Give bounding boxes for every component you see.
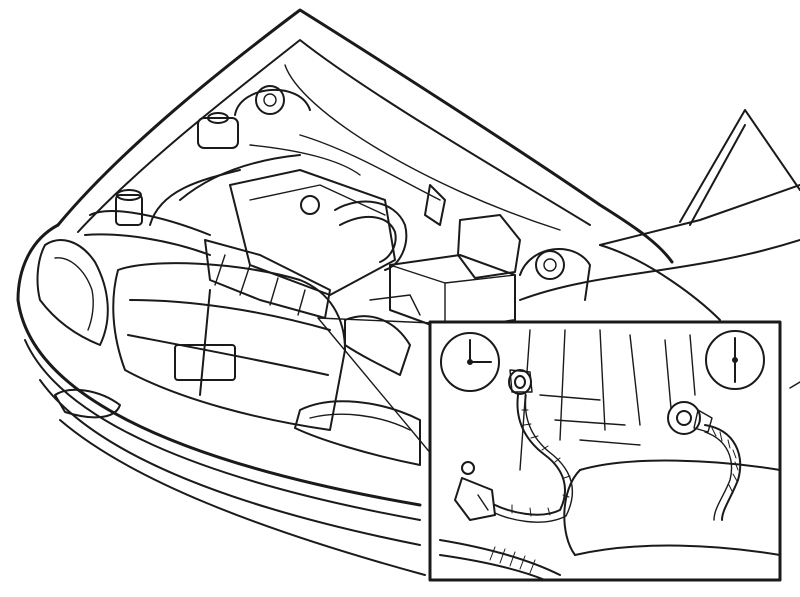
knock-sensor-inset — [428, 320, 782, 582]
intake-runner-1 — [214, 254, 226, 286]
air-intake-hose — [334, 200, 408, 271]
right-knock-sensor — [667, 401, 713, 435]
fuse-box — [457, 214, 521, 279]
inset-pipe-end — [563, 469, 581, 556]
windshield-frame — [679, 109, 800, 223]
right-strut-tower-inner — [543, 258, 557, 272]
oil-filler-cap — [300, 195, 320, 215]
valve-cover — [229, 169, 396, 296]
inset-block-2 — [559, 329, 566, 441]
engine-front — [344, 315, 411, 376]
inset-rib-1 — [539, 394, 601, 401]
front-bumper-bottom — [59, 419, 426, 576]
right-sensor-cable-inner — [704, 431, 733, 521]
inset-block-6 — [689, 334, 696, 396]
inset-block-5 — [664, 339, 673, 421]
wiring-loom — [249, 144, 361, 176]
bottom-wire-loom-hatch — [489, 546, 536, 574]
left-strut-tower — [234, 89, 311, 116]
expansion-tank — [197, 117, 239, 149]
cowl-line — [599, 184, 800, 246]
right-strut-tower — [519, 248, 591, 301]
inset-pointer-top — [317, 317, 433, 324]
left-connector — [454, 461, 496, 521]
intake-runner-4 — [297, 289, 306, 316]
front-bumper-lower — [39, 379, 421, 546]
engine-lower-bracket — [369, 294, 421, 316]
fluid-reservoir — [115, 194, 143, 226]
edge-tick-mark — [789, 381, 800, 389]
left-fog-lamp — [54, 388, 121, 419]
grille-bar-2 — [127, 334, 329, 376]
bottom-wire-loom-2 — [439, 554, 546, 581]
coolant-hose — [149, 169, 241, 226]
left-edge — [16, 223, 60, 302]
intake-runner-2 — [239, 264, 251, 296]
bottom-wire-loom — [439, 539, 561, 576]
heater-hose — [179, 154, 301, 201]
inset-frame — [428, 320, 782, 582]
left-headlamp — [36, 239, 109, 346]
fluid-reservoir-cap — [116, 189, 142, 201]
left-strut-tower-cap — [255, 85, 285, 115]
front-bumper-middle — [24, 339, 421, 521]
grille-bar-1 — [129, 299, 331, 331]
left-headlamp-inner — [54, 257, 94, 331]
clock-icon-right — [705, 330, 765, 390]
inset-pipe — [579, 459, 781, 471]
left-sensor-cable — [494, 394, 566, 516]
inset-block-4 — [629, 334, 641, 426]
hood-strut — [284, 64, 561, 231]
right-headlamp — [294, 400, 421, 466]
right-fender-lower — [519, 239, 800, 301]
battery — [389, 254, 516, 331]
grille-outline — [112, 262, 346, 431]
license-plate-mount — [174, 344, 236, 381]
hood-inner-edge — [77, 39, 591, 233]
throttle-cable — [299, 134, 441, 201]
left-cable-corrugation — [511, 409, 571, 517]
inset-block-3 — [599, 329, 606, 431]
right-cable-corrugation — [711, 427, 739, 494]
clock-icon-left — [440, 332, 500, 392]
inset-pipe-bottom — [574, 544, 781, 556]
wiring-bracket — [424, 184, 446, 226]
a-pillar — [689, 124, 746, 226]
inset-pointer-bottom — [317, 317, 433, 456]
expansion-tank-cap — [207, 112, 229, 124]
grille-vertical — [199, 289, 211, 396]
valve-cover-ridge — [249, 184, 386, 216]
radiator-support-lower — [84, 233, 211, 256]
right-sensor-cable — [704, 424, 742, 521]
right-fender — [599, 244, 721, 321]
radiator-support — [89, 210, 211, 236]
left-knock-sensor — [508, 369, 533, 395]
right-headlamp-inner — [309, 413, 411, 431]
left-strut-tower-inner — [263, 93, 277, 107]
air-intake-hose-inner — [339, 215, 397, 263]
car-body — [16, 8, 800, 576]
open-hood — [56, 8, 674, 264]
inset-rib-3 — [579, 439, 641, 446]
inset-rib-2 — [554, 419, 626, 426]
intake-runner-3 — [269, 277, 279, 306]
right-strut-tower-cap — [535, 250, 565, 280]
left-sensor-cable-inner — [492, 394, 574, 523]
front-bumper-top — [16, 298, 422, 507]
engine-bay — [84, 85, 591, 376]
